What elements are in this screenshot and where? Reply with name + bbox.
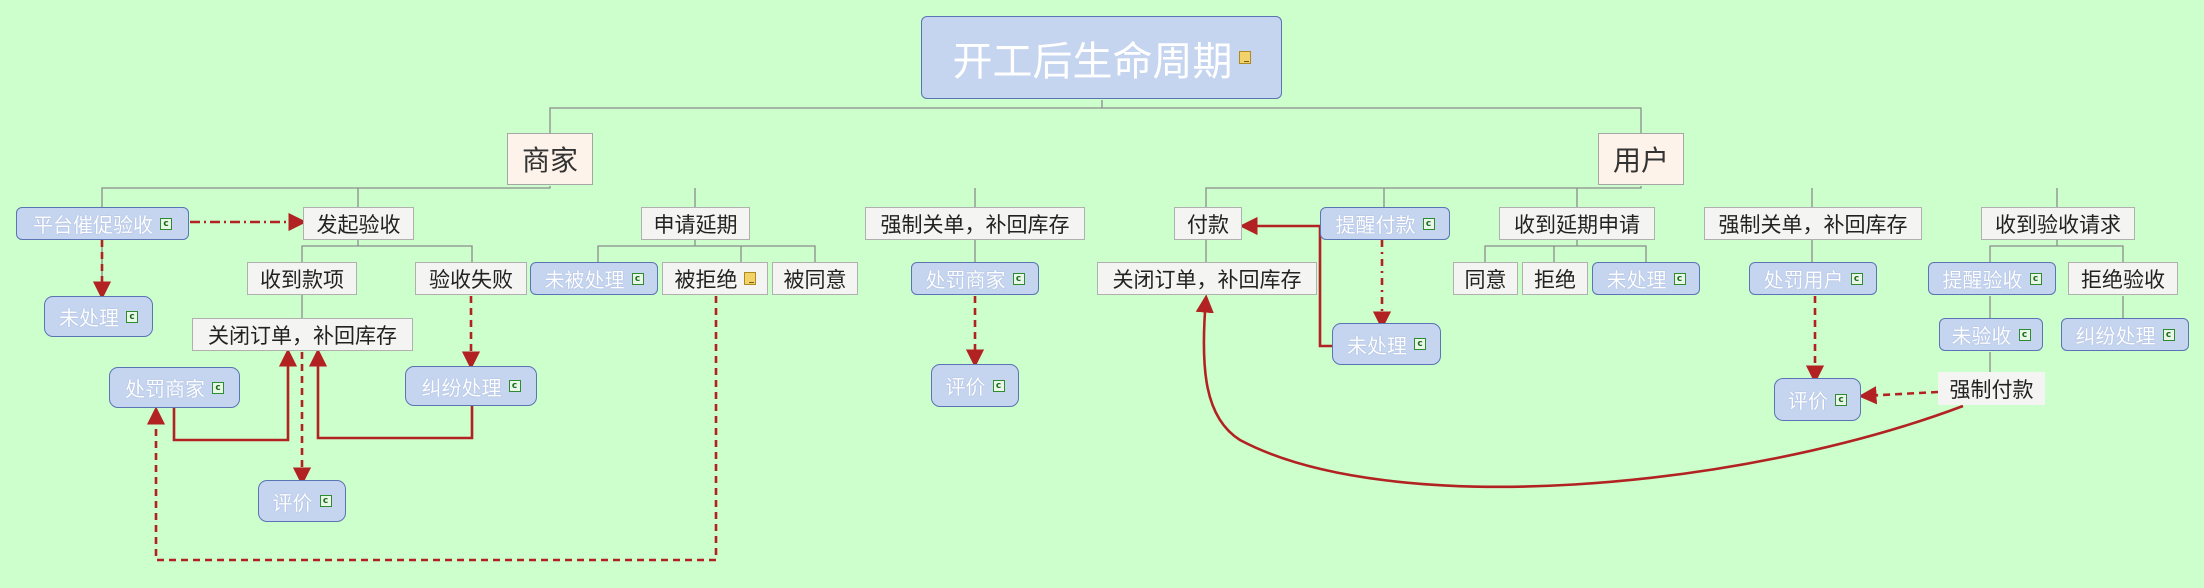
not-accepted-node[interactable]: 未验收 c (1939, 318, 2043, 351)
extension-received-node[interactable]: 收到延期申请 (1499, 207, 1655, 240)
merchant-category[interactable]: 商家 (507, 133, 593, 185)
unprocessed-node-3[interactable]: 未处理 c (1592, 262, 1700, 295)
copy-icon: c (508, 380, 521, 392)
agree-node[interactable]: 同意 (1453, 262, 1518, 295)
tree-connectors (101, 100, 2124, 372)
copy-icon: c (1673, 272, 1686, 285)
review-node-3[interactable]: 评价 c (1774, 378, 1861, 421)
copy-icon: c (992, 379, 1005, 392)
acceptance-failed-node[interactable]: 验收失败 (415, 262, 527, 295)
node-label: 发起验收 (316, 212, 401, 237)
node-label: 评价 (945, 375, 986, 399)
copy-icon: c (212, 381, 224, 394)
agreed-node[interactable]: 被同意 (772, 262, 858, 295)
penalize-merchant-node-2[interactable]: 处罚商家 c (911, 262, 1039, 295)
node-label: 处罚商家 (925, 268, 1006, 292)
penalize-user-node[interactable]: 处罚用户 c (1749, 262, 1877, 295)
user-category[interactable]: 用户 (1598, 133, 1684, 185)
node-label: 强制付款 (1949, 377, 2034, 402)
force-close-node-1[interactable]: 强制关单，补回库存 (865, 207, 1085, 240)
penalize-merchant-node-1[interactable]: 处罚商家 c (109, 367, 240, 408)
force-close-node-2[interactable]: 强制关单，补回库存 (1704, 207, 1922, 240)
node-label: 关闭订单，补回库存 (1112, 267, 1302, 292)
node-label: 同意 (1464, 267, 1507, 292)
copy-icon: c (1850, 272, 1863, 285)
node-label: 收到验收请求 (1995, 212, 2121, 237)
close-order-node-2[interactable]: 关闭订单，补回库存 (1097, 262, 1317, 295)
root-node[interactable]: 开工后生命周期 (921, 16, 1282, 99)
node-label: 处罚商家 (125, 377, 205, 401)
node-label: 强制关单，补回库存 (1718, 212, 1908, 237)
node-label: 强制关单，补回库存 (880, 212, 1070, 237)
copy-icon: c (1414, 338, 1426, 350)
initiate-acceptance-node[interactable]: 发起验收 (303, 207, 414, 240)
node-label: 平台催促验收 (33, 213, 153, 237)
node-label: 未处理 (1347, 333, 1407, 358)
relation-arrows (92, 212, 1964, 562)
node-label: 收到延期申请 (1514, 212, 1640, 237)
node-label: 被拒绝 (674, 267, 738, 292)
node-label: 拒绝 (1534, 267, 1576, 292)
node-label: 纠纷处理 (2075, 324, 2156, 348)
node-label: 收到款项 (260, 267, 344, 292)
copy-icon: c (631, 272, 644, 285)
refuse-node[interactable]: 拒绝 (1522, 262, 1588, 295)
payment-node[interactable]: 付款 (1174, 207, 1242, 240)
merchant-label: 商家 (521, 144, 578, 177)
node-label: 提醒验收 (1942, 268, 2023, 292)
node-label: 拒绝验收 (2081, 267, 2165, 292)
dispute-node-2[interactable]: 纠纷处理 c (2061, 318, 2189, 351)
note-icon (1238, 51, 1251, 64)
rejected-node[interactable]: 被拒绝 (662, 262, 768, 295)
force-payment-node[interactable]: 强制付款 (1938, 372, 2045, 405)
node-label: 未被处理 (544, 268, 625, 292)
unprocessed-node-1[interactable]: 未处理 c (44, 296, 153, 337)
node-label: 未验收 (1951, 324, 2012, 348)
not-processed-node[interactable]: 未被处理 c (530, 262, 658, 295)
copy-icon: c (1012, 272, 1025, 285)
user-label: 用户 (1612, 144, 1669, 177)
node-label: 提醒付款 (1335, 213, 1416, 237)
node-label: 评价 (272, 490, 313, 515)
dispute-node-1[interactable]: 纠纷处理 c (405, 366, 537, 406)
review-node-1[interactable]: 评价 c (258, 480, 346, 522)
note-icon (743, 272, 756, 285)
copy-icon: c (2029, 272, 2042, 285)
copy-icon: c (1422, 217, 1435, 230)
copy-icon: c (2162, 328, 2175, 341)
unprocessed-node-2[interactable]: 未处理 c (1332, 323, 1441, 365)
node-label: 被同意 (783, 267, 847, 292)
refuse-acceptance-node[interactable]: 拒绝验收 (2068, 262, 2178, 295)
close-order-node-1[interactable]: 关闭订单，补回库存 (192, 318, 413, 351)
node-label: 未处理 (59, 306, 119, 330)
copy-icon: c (319, 495, 332, 507)
remind-acceptance-node[interactable]: 提醒验收 c (1928, 262, 2056, 295)
node-label: 纠纷处理 (421, 375, 502, 400)
extension-request-node[interactable]: 申请延期 (641, 207, 750, 240)
node-label: 评价 (1788, 389, 1828, 413)
urge-acceptance-node[interactable]: 平台催促验收 c (16, 207, 189, 240)
review-node-2[interactable]: 评价 c (931, 364, 1019, 407)
copy-icon: c (1835, 393, 1847, 406)
copy-icon: c (160, 217, 172, 230)
copy-icon: c (2018, 328, 2031, 341)
node-label: 未处理 (1606, 268, 1667, 292)
node-label: 付款 (1187, 212, 1229, 237)
remind-payment-node[interactable]: 提醒付款 c (1320, 207, 1450, 240)
acceptance-received-node[interactable]: 收到验收请求 (1981, 207, 2135, 240)
payment-received-node[interactable]: 收到款项 (247, 262, 357, 295)
root-label: 开工后生命周期 (952, 38, 1233, 85)
node-label: 申请延期 (653, 212, 738, 237)
node-label: 关闭订单，补回库存 (208, 323, 397, 348)
node-label: 处罚用户 (1763, 268, 1844, 292)
node-label: 验收失败 (429, 267, 513, 292)
copy-icon: c (126, 310, 138, 323)
